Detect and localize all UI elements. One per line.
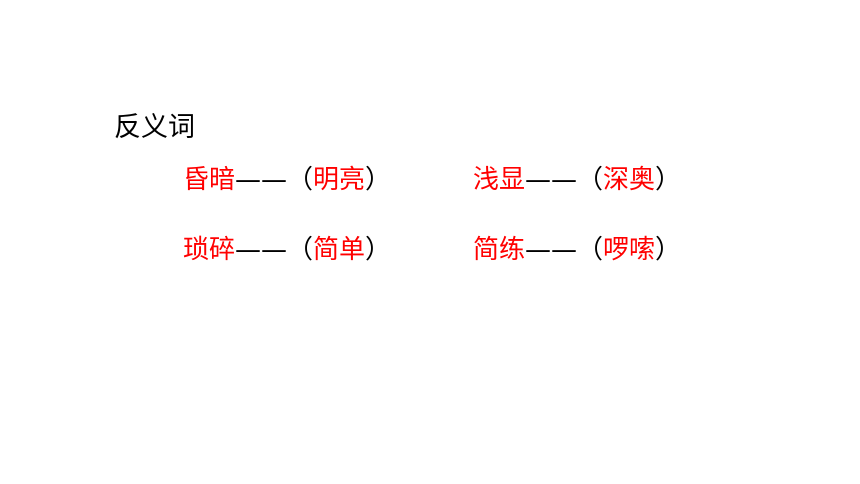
pair-close-paren: ）	[365, 235, 392, 265]
pair-open-paren: （	[287, 235, 314, 265]
pair-antonym: 深奥	[603, 165, 656, 195]
pair-open-paren: （	[577, 165, 604, 195]
pair-close-paren: ）	[365, 165, 392, 195]
antonym-pair: 简练——（啰嗦）	[473, 230, 681, 270]
pair-dash: ——	[525, 165, 578, 195]
pair-word: 琐碎	[183, 235, 236, 265]
pair-close-paren: ）	[655, 165, 682, 195]
pair-close-paren: ）	[655, 235, 682, 265]
antonym-pair: 琐碎——（简单）	[183, 230, 391, 270]
pair-word: 昏暗	[183, 165, 236, 195]
pair-word: 简练	[473, 235, 526, 265]
antonym-pair: 昏暗——（明亮）	[183, 160, 391, 200]
pair-open-paren: （	[577, 235, 604, 265]
antonym-pair: 浅显——（深奥）	[473, 160, 681, 200]
pair-word: 浅显	[473, 165, 526, 195]
pair-open-paren: （	[287, 165, 314, 195]
pair-antonym: 啰嗦	[603, 235, 656, 265]
pair-antonym: 简单	[313, 235, 366, 265]
pair-dash: ——	[235, 165, 288, 195]
pair-dash: ——	[525, 235, 578, 265]
heading: 反义词	[114, 112, 195, 143]
pair-antonym: 明亮	[313, 165, 366, 195]
pair-dash: ——	[235, 235, 288, 265]
